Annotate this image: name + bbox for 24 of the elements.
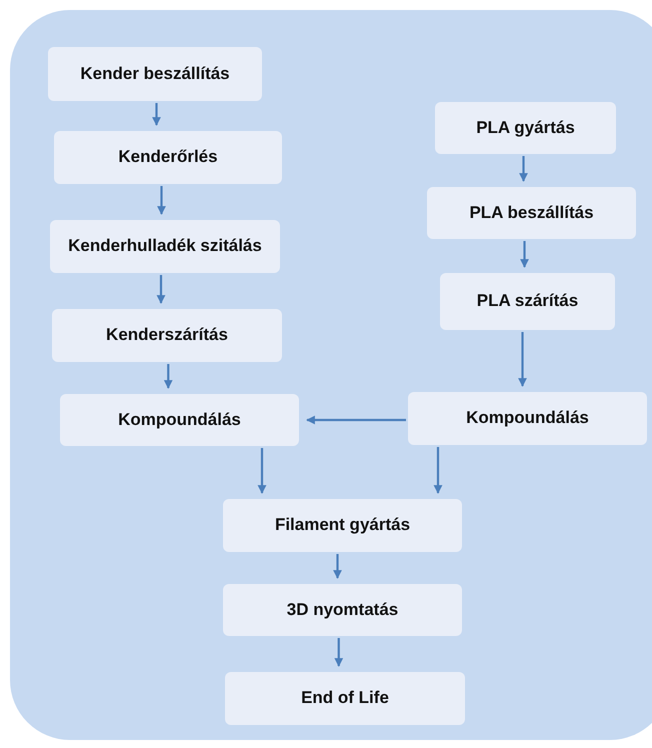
process-box: Kompoundálás <box>60 394 299 446</box>
arrow <box>157 186 166 215</box>
arrow <box>334 638 344 667</box>
arrow <box>156 275 166 304</box>
arrow <box>333 554 342 579</box>
arrow <box>518 332 527 387</box>
process-box: Kender beszállítás <box>48 47 262 101</box>
arrow <box>520 241 529 268</box>
arrow <box>434 447 442 494</box>
process-box: Kompoundálás <box>408 392 647 445</box>
arrow <box>258 448 266 494</box>
arrow <box>306 416 406 424</box>
process-box: Filament gyártás <box>223 499 462 552</box>
process-box: Kenderőrlés <box>54 131 282 184</box>
arrow <box>164 364 173 389</box>
process-box: PLA szárítás <box>440 273 615 330</box>
arrow <box>152 103 161 126</box>
process-box: End of Life <box>225 672 465 725</box>
process-box: Kenderszárítás <box>52 309 282 362</box>
process-box: Kenderhulladék szitálás <box>50 220 280 273</box>
process-box: PLA gyártás <box>435 102 616 154</box>
arrow <box>519 156 528 182</box>
process-box: 3D nyomtatás <box>223 584 462 636</box>
process-box: PLA beszállítás <box>427 187 636 239</box>
